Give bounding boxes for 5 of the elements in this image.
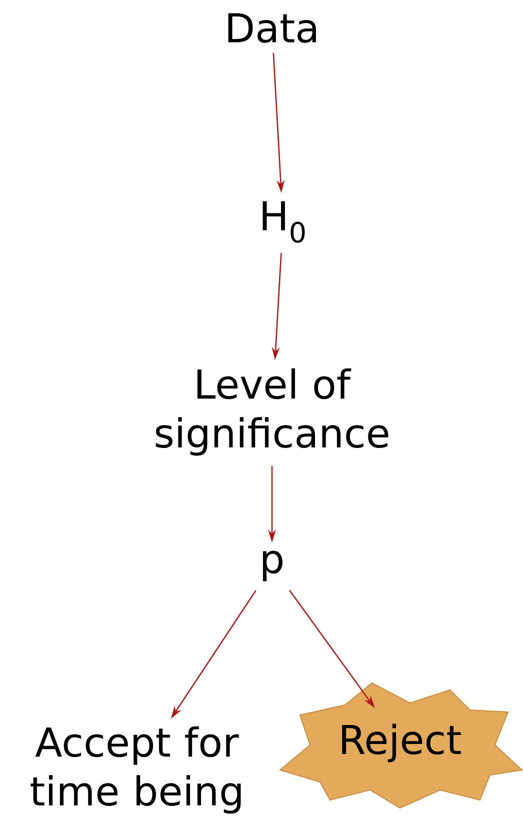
node-label: Data <box>228 13 316 43</box>
node-label: Level of significance <box>156 368 388 456</box>
node-label: p <box>262 550 282 582</box>
node-label: Accept for time being <box>30 726 241 814</box>
node-label: H$_{0}$ <box>262 201 305 243</box>
